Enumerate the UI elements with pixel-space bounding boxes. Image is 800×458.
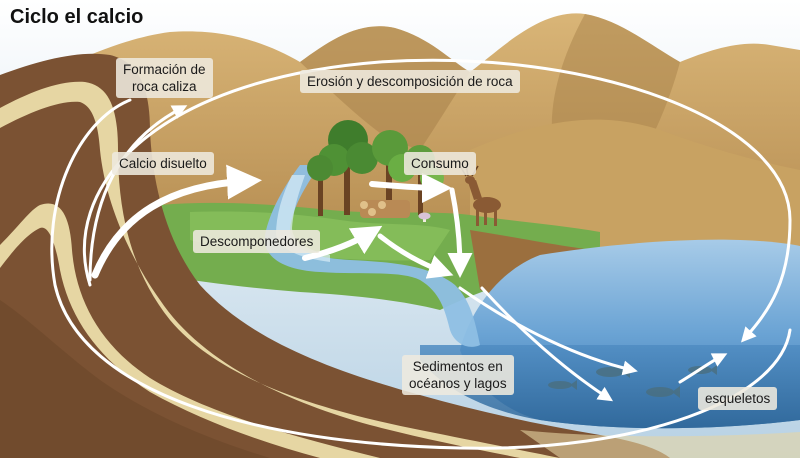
label-sediments: Sedimentos en océanos y lagos (402, 355, 514, 395)
outer-return-arrow (50, 98, 792, 450)
lake-bed (520, 430, 800, 458)
sediment-arrow (480, 286, 614, 402)
dissolved-calcium-arrow (91, 164, 262, 279)
label-decomposers: Descomponedores (193, 230, 321, 253)
diagram-title: Ciclo el calcio (10, 6, 144, 28)
label-consumption: Consumo (404, 152, 476, 175)
label-sediments-line1: Sedimentos en (412, 359, 503, 374)
consumption-arrow (369, 172, 452, 203)
limestone-formation-arrow (88, 105, 188, 282)
label-dissolved-calcium: Calcio disuelto (112, 152, 214, 175)
consumption-down-arrow (447, 187, 473, 278)
mushroom-icon (418, 212, 431, 222)
skeleton-arrow (678, 353, 728, 384)
decomposers-arrow (302, 225, 383, 261)
soil-deep (0, 300, 270, 458)
label-limestone-formation-line1: Formación de (123, 62, 206, 77)
label-skeletons: esqueletos (698, 387, 778, 410)
label-limestone-formation-line2: roca caliza (132, 79, 197, 94)
log-pile-icon (360, 200, 410, 218)
sediment-arrow (458, 286, 638, 376)
label-sediments-line2: océanos y lagos (409, 376, 507, 391)
tree-icon (307, 155, 333, 216)
soil-dark (0, 53, 670, 458)
label-limestone-formation: Formación de roca caliza (116, 58, 213, 98)
forest (307, 120, 444, 222)
label-erosion: Erosión y descomposición de roca (300, 70, 520, 93)
runoff-arrow (377, 233, 454, 279)
